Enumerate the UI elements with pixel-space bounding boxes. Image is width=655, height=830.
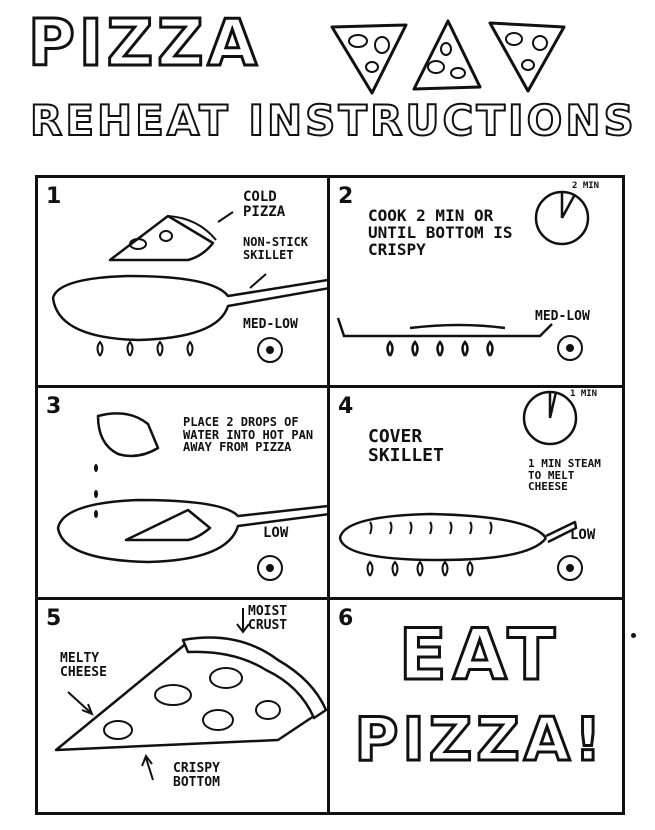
step-4-illustration [338, 390, 583, 581]
step-4-number: 4 [338, 394, 354, 419]
step-4-panel: 4 COVER SKILLET 1 MIN 1 MIN STEAM TO MEL… [327, 385, 625, 600]
timer-icon [534, 190, 590, 246]
cold-pizza-label: COLD PIZZA [243, 189, 286, 220]
instruction-grid: 1 COLD PIZZA NON-STICK SKILLET MED-LOW 2… [35, 175, 625, 815]
stove-knob-icon [257, 337, 283, 363]
step-1-number: 1 [46, 184, 62, 209]
pizza-slice-icon [330, 19, 566, 95]
stray-dot [631, 633, 636, 638]
stove-knob-icon [557, 335, 583, 361]
step-1-illustration [51, 211, 327, 363]
pizza-slice-icon [124, 508, 212, 542]
step-3-instruction: PLACE 2 DROPS OF WATER INTO HOT PAN AWAY… [183, 415, 314, 455]
cheese-label: MELTY CHEESE [60, 651, 107, 680]
step-3-panel: 3 PLACE 2 DROPS OF WATER INTO HOT PAN AW… [35, 385, 330, 600]
pizza-slice-icon [54, 640, 325, 752]
step-2-instruction: COOK 2 MIN OR UNTIL BOTTOM IS CRISPY [368, 206, 513, 259]
skillet-lid-icon [338, 512, 548, 562]
heat-label: MED-LOW [243, 317, 298, 332]
pizza-text: PIZZA! [353, 705, 606, 775]
skillet-icon [51, 274, 327, 342]
step-4-note: 1 MIN STEAM TO MELT CHEESE [528, 457, 601, 494]
water-drop-icon [94, 490, 98, 498]
arrow-icon [141, 753, 154, 781]
bottom-label: CRISPY BOTTOM [173, 761, 220, 790]
water-cup-icon [96, 412, 160, 458]
step-3-illustration [56, 412, 327, 581]
step-2-number: 2 [338, 184, 354, 209]
step-1-panel: 1 COLD PIZZA NON-STICK SKILLET MED-LOW [35, 175, 330, 388]
step-3-number: 3 [46, 394, 62, 419]
timer-label: 1 MIN [570, 389, 598, 399]
step-2-illustration [336, 190, 590, 361]
step-6-number: 6 [338, 606, 354, 631]
stove-knob-icon [257, 555, 283, 581]
arrow-icon [67, 691, 94, 716]
water-drop-icon [94, 464, 98, 472]
water-drop-icon [94, 510, 98, 518]
skillet-icon [336, 317, 553, 338]
timer-icon [522, 390, 578, 446]
heat-label: MED-LOW [535, 309, 590, 324]
heat-label: LOW [263, 525, 289, 541]
step-5-number: 5 [46, 606, 62, 631]
heat-label: LOW [570, 527, 596, 543]
skillet-label: NON-STICK SKILLET [243, 235, 309, 262]
page-title: PIZZA [26, 7, 262, 81]
eat-text: EAT [397, 614, 562, 696]
step-5-panel: 5 MOIST CRUST MELTY CHEESE CRISPY BOTTOM [35, 597, 330, 815]
page-subtitle: REHEAT INSTRUCTIONS [29, 96, 637, 145]
stove-knob-icon [557, 555, 583, 581]
arrow-icon [236, 608, 250, 634]
crust-label: MOIST CRUST [248, 604, 288, 633]
step-2-panel: 2 COOK 2 MIN OR UNTIL BOTTOM IS CRISPY 2… [327, 175, 625, 388]
step-6-panel: 6 EAT PIZZA! [327, 597, 625, 815]
step-4-instruction: COVER SKILLET [368, 426, 444, 466]
step-5-illustration [54, 608, 327, 781]
timer-label: 2 MIN [572, 181, 600, 191]
